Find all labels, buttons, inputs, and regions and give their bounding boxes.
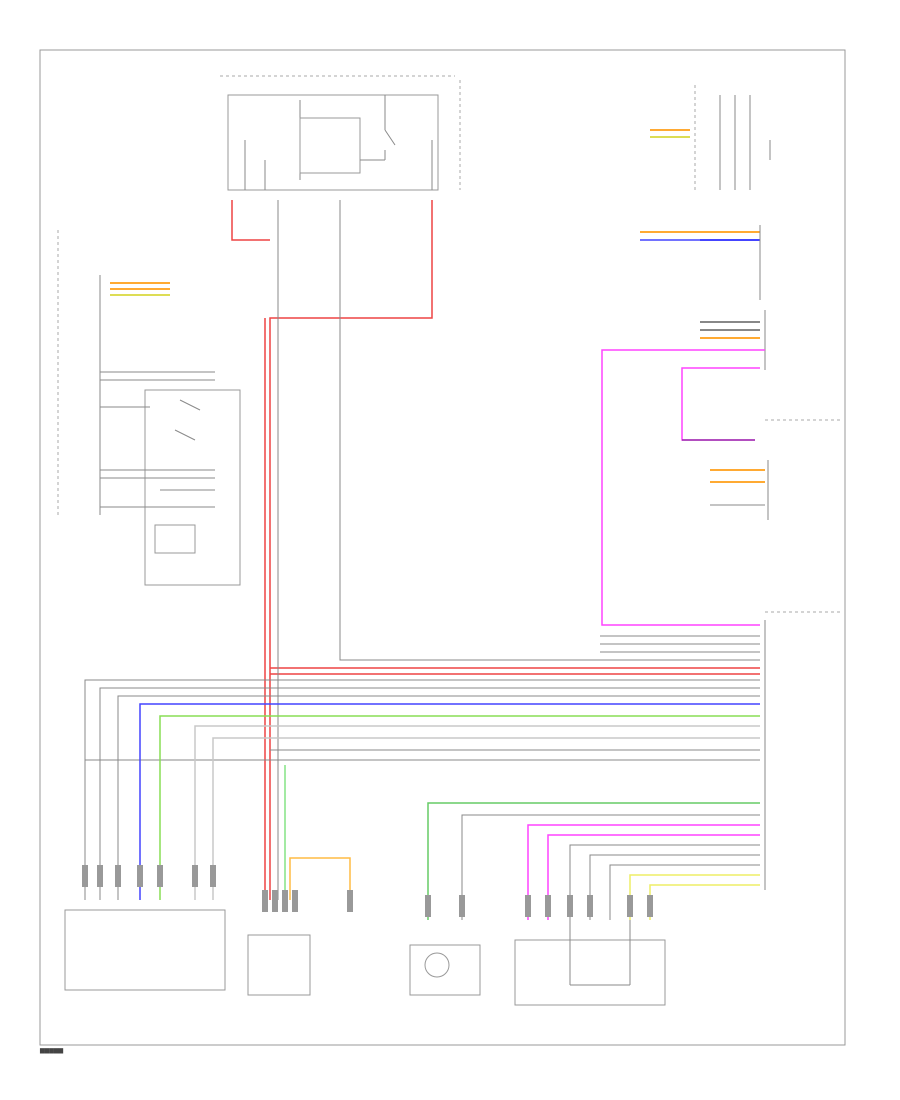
green-lower-wire [427, 802, 760, 920]
footer-code: ▆▆▆▆▆ [39, 1048, 63, 1054]
gray-wires [84, 200, 760, 920]
yellow-wire-2 [649, 884, 760, 920]
orange-wire [289, 857, 351, 900]
lightgray-wires [194, 725, 760, 900]
right-connectors [640, 225, 840, 520]
red-wires [231, 200, 760, 900]
relay-fuse-block [220, 75, 461, 191]
left-switch-block [57, 230, 241, 586]
connector-pins [82, 865, 653, 917]
bottom-components [64, 909, 666, 1006]
blue-wire [139, 703, 760, 900]
green-wire [159, 715, 760, 900]
diagram-border [39, 49, 846, 1046]
ecm-connector [764, 611, 840, 890]
magenta-wires [527, 349, 765, 920]
instrument-cluster-block [650, 85, 771, 190]
